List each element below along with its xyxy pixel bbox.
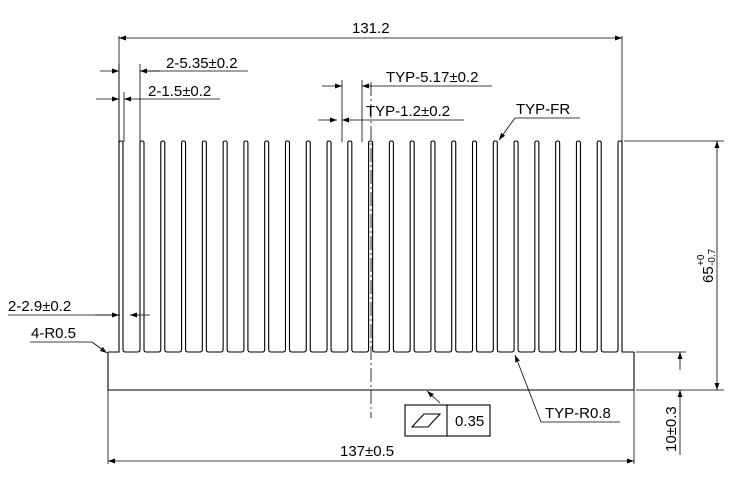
flatness-icon bbox=[410, 413, 442, 428]
dim-outer-fin-thickness: 2-1.5±0.2 bbox=[96, 83, 220, 142]
fin-outline bbox=[108, 140, 634, 353]
typ-fin-root-label: TYP-FR bbox=[516, 101, 570, 118]
dim-typ-pitch: TYP-5.17±0.2 bbox=[322, 69, 492, 142]
dim-base-thickness: 10±0.3 bbox=[636, 351, 686, 455]
height-tol-lower: -0.7 bbox=[707, 248, 718, 266]
corner-radius-label: 4-R0.5 bbox=[31, 325, 76, 342]
base-thickness-label: 10±0.3 bbox=[663, 406, 680, 452]
flatness-callout: 0.35 bbox=[404, 390, 491, 437]
fin-array bbox=[108, 140, 634, 353]
outer-fin-pitch-label: 2-5.35±0.2 bbox=[166, 55, 238, 72]
height-label: 65 bbox=[700, 266, 717, 283]
note-typ-fr: TYP-FR bbox=[498, 101, 580, 141]
base-width-label: 137±0.5 bbox=[340, 443, 394, 460]
typ-radius-label: TYP-R0.8 bbox=[545, 405, 611, 422]
dim-top-width: 131.2 bbox=[118, 20, 623, 142]
outer-fin-thickness-label: 2-1.5±0.2 bbox=[148, 83, 211, 100]
top-width-label: 131.2 bbox=[352, 20, 390, 37]
dim-typ-thickness: TYP-1.2±0.2 bbox=[318, 103, 464, 123]
height-tol-upper: +0 bbox=[696, 254, 707, 266]
flatness-value: 0.35 bbox=[455, 413, 484, 430]
dim-height: 65 +0 -0.7 bbox=[624, 140, 724, 391]
note-typ-radius: TYP-R0.8 bbox=[514, 354, 620, 423]
dim-base-width: 137±0.5 bbox=[107, 390, 635, 464]
dim-outer-fin-pitch: 2-5.35±0.2 bbox=[100, 55, 248, 142]
note-corner-radius: 4-R0.5 bbox=[30, 325, 108, 354]
typ-thickness-label: TYP-1.2±0.2 bbox=[366, 103, 450, 120]
typ-pitch-label: TYP-5.17±0.2 bbox=[386, 69, 478, 86]
dim-side-fin-gap: 2-2.9±0.2 bbox=[8, 298, 150, 318]
side-fin-gap-label: 2-2.9±0.2 bbox=[8, 298, 71, 315]
